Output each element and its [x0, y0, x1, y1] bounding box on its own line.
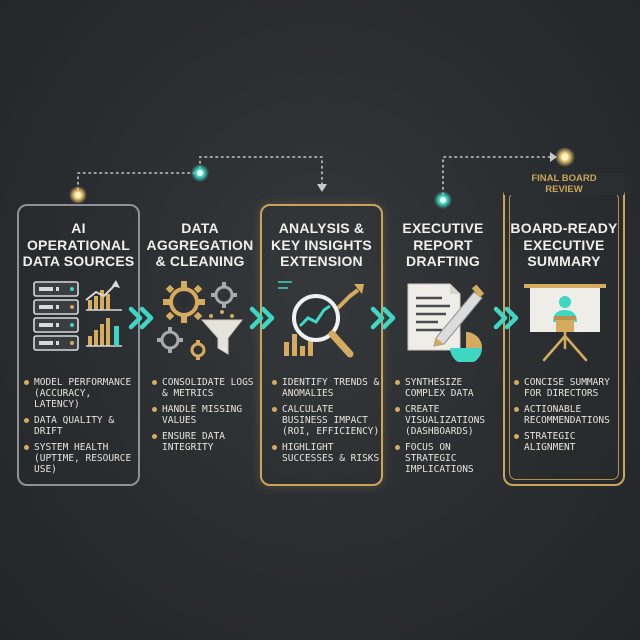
- list-item: STRATEGIC ALIGNMENT: [514, 431, 620, 453]
- stage-4-title-line-2: REPORT: [413, 236, 473, 253]
- stage-2-bullets: CONSOLIDATE LOGS & METRICS HANDLE MISSIN…: [152, 377, 258, 458]
- stage-4-title: EXECUTIVE REPORT DRAFTING: [385, 220, 501, 270]
- list-item: ENSURE DATA INTEGRITY: [152, 431, 258, 453]
- stage-5-title-line-3: SUMMARY: [527, 253, 601, 269]
- stage-box-3: [260, 204, 383, 486]
- stage-2-title-line-2: AGGREGATION: [146, 236, 254, 253]
- stage-1-title-line-1: AI: [71, 220, 86, 236]
- server-chart-icon: [33, 280, 122, 351]
- dotted-wire-1: [77, 156, 323, 196]
- stage-5-title-line-2: EXECUTIVE: [523, 236, 605, 253]
- list-item: IDENTIFY TRENDS & ANOMALIES: [272, 377, 380, 399]
- final-label-line-1: FINAL BOARD: [531, 173, 597, 184]
- list-item: MODEL PERFORMANCE (ACCURACY, LATENCY): [24, 377, 136, 410]
- list-item: CONSOLIDATE LOGS & METRICS: [152, 377, 258, 399]
- list-item: CALCULATE BUSINESS IMPACT (ROI, EFFICIEN…: [272, 404, 380, 437]
- stage-1-title: AI OPERATIONAL DATA SOURCES: [20, 220, 137, 270]
- stage-5-bullets: CONCISE SUMMARY FOR DIRECTORS ACTIONABLE…: [514, 377, 620, 458]
- list-item: DATA QUALITY & DRIFT: [24, 415, 136, 437]
- stage-5-title: BOARD-READY EXECUTIVE SUMMARY: [506, 220, 622, 270]
- list-item: FOCUS ON STRATEGIC IMPLICATIONS: [395, 442, 503, 475]
- stage-3-title-line-2: KEY INSIGHTS: [271, 236, 372, 253]
- stage-3-bullets: IDENTIFY TRENDS & ANOMALIES CALCULATE BU…: [272, 377, 380, 469]
- list-item: HIGHLIGHT SUCCESSES & RISKS: [272, 442, 380, 464]
- list-item: CREATE VISUALIZATIONS (DASHBOARDS): [395, 404, 503, 437]
- gears-funnel-icon: [157, 281, 244, 360]
- stage-3-title-line-1: ANALYSIS &: [278, 220, 365, 236]
- list-item: HANDLE MISSING VALUES: [152, 404, 258, 426]
- stage-1-bullets: MODEL PERFORMANCE (ACCURACY, LATENCY) DA…: [24, 377, 136, 480]
- list-item: CONCISE SUMMARY FOR DIRECTORS: [514, 377, 620, 399]
- list-item: SYSTEM HEALTH (UPTIME, RESOURCE USE): [24, 442, 136, 475]
- final-board-review-label: FINAL BOARD REVIEW: [504, 173, 624, 195]
- stage-2-title: DATA AGGREGATION & CLEANING: [142, 220, 258, 270]
- stage-1-title-line-2: OPERATIONAL: [26, 236, 131, 253]
- stage-4-bullets: SYNTHESIZE COMPLEX DATA CREATE VISUALIZA…: [395, 377, 503, 480]
- stage-5-title-line-1: BOARD-READY: [510, 220, 618, 236]
- document-pen-icon: [407, 283, 485, 362]
- list-item: ACTIONABLE RECOMMENDATIONS: [514, 404, 620, 426]
- stage-box-1: [17, 204, 140, 486]
- double-chevron-icon: [493, 306, 519, 330]
- stage-3-title-line-3: EXTENSION: [280, 253, 363, 269]
- dotted-wire-2: [442, 156, 556, 201]
- wire-arrowhead-2: [550, 152, 557, 162]
- stage-1-title-line-3: DATA SOURCES: [22, 253, 135, 269]
- presenter-board-icon: [524, 284, 606, 362]
- list-item: SYNTHESIZE COMPLEX DATA: [395, 377, 503, 399]
- double-chevron-icon: [128, 306, 154, 330]
- stage-2-title-line-3: & CLEANING: [155, 253, 245, 269]
- stage-2-title-line-1: DATA: [181, 220, 219, 236]
- stage-3-title: ANALYSIS & KEY INSIGHTS EXTENSION: [263, 220, 380, 270]
- double-chevron-icon: [249, 306, 275, 330]
- wire-arrowhead-1: [317, 184, 327, 192]
- stage-4-title-line-1: EXECUTIVE: [402, 220, 484, 236]
- double-chevron-icon: [370, 306, 396, 330]
- magnifier-chart-icon: [278, 281, 364, 358]
- stage-4-title-line-3: DRAFTING: [406, 253, 480, 269]
- final-label-line-2: REVIEW: [545, 184, 583, 195]
